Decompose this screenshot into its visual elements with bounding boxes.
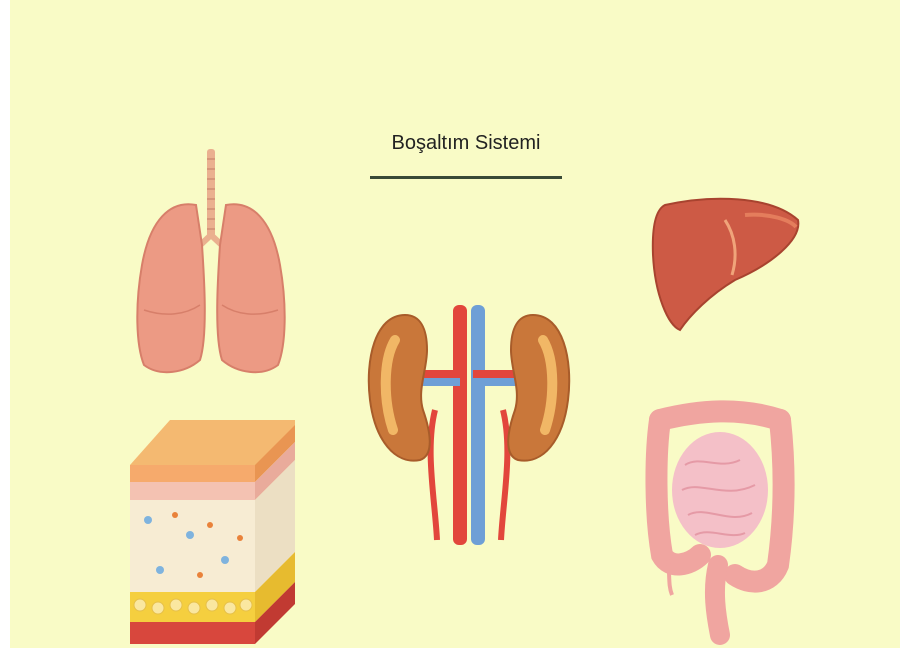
skin-icon: [130, 420, 295, 645]
liver-icon: [650, 195, 805, 335]
slide-title: Boşaltım Sistemi: [370, 132, 562, 155]
title-underline: [370, 176, 562, 179]
lungs-icon: [130, 145, 300, 380]
kidneys-icon: [365, 300, 565, 550]
intestines-icon: [640, 395, 800, 640]
